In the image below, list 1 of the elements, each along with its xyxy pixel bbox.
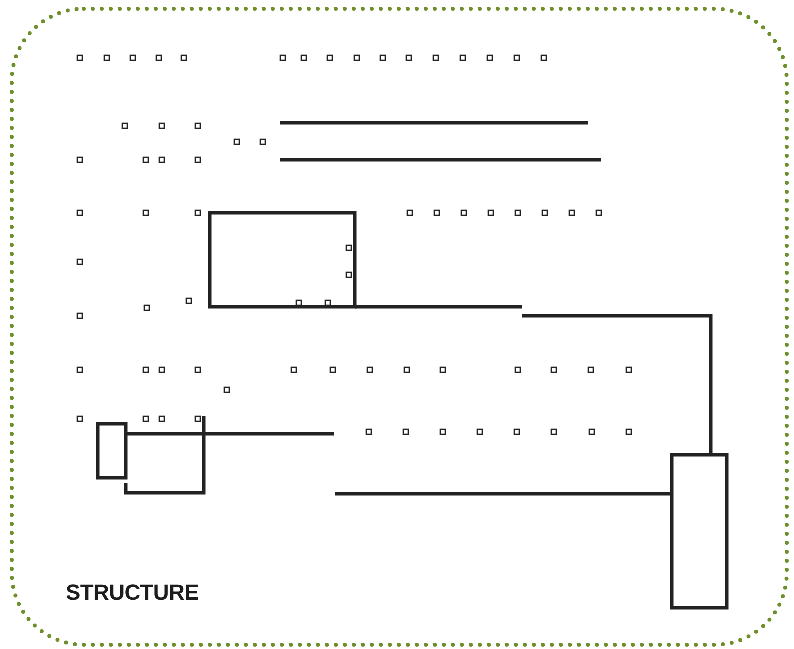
title-text: STRUCTURE — [66, 580, 199, 606]
